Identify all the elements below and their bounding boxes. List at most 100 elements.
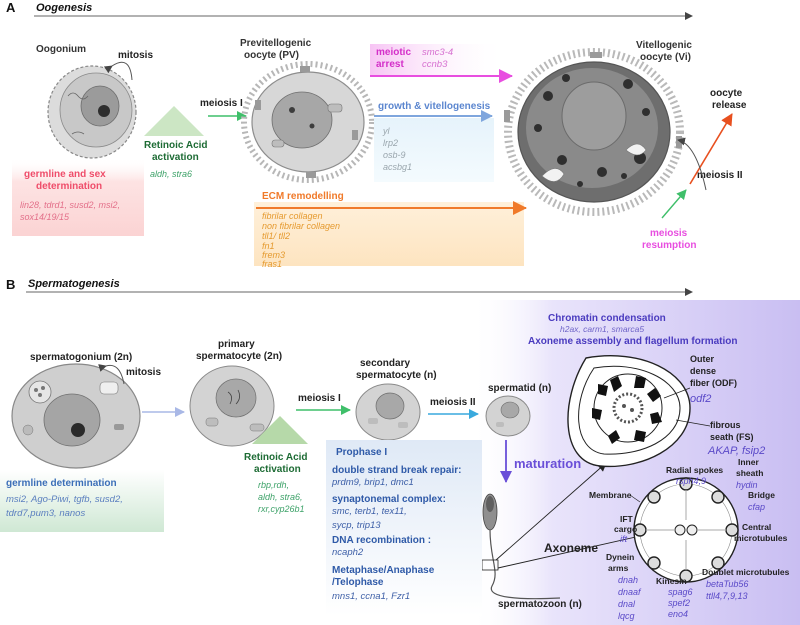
germline-sex-title-1: germline and sex	[24, 169, 106, 180]
germline-determination-genes-2: tdrd7,pum3, nanos	[6, 508, 85, 519]
kinesin-gene-1: spag6	[668, 587, 693, 597]
germline-determination-genes-1: msi2, Ago-Piwi, tgfb, susd2,	[6, 494, 123, 505]
ecm-gene-4: fn1	[262, 241, 275, 251]
ift-cargo-label-2: cargo	[614, 524, 637, 534]
ecm-gene-1: fibrilar collagen	[262, 211, 323, 221]
dna-recombination-genes: ncaph2	[332, 547, 364, 558]
germline-sex-box	[12, 158, 144, 236]
synaptonemal-genes-2: sycp, trip13	[332, 520, 381, 531]
kinesin-gene-2: spef2	[668, 598, 690, 608]
meiosis-genes-box	[326, 440, 482, 616]
spermatozoon-label: spermatozoon (n)	[498, 599, 582, 610]
bridge-gene: cfap	[748, 502, 765, 512]
dynein-arms-label-2: arms	[608, 563, 629, 573]
oocyte-release-label-2: release	[712, 100, 747, 111]
panel-a-letter: A	[6, 0, 16, 15]
growth-label: growth & vitellogenesis	[378, 101, 491, 112]
secondary-label-2: spermatocyte (n)	[356, 370, 437, 381]
radial-spokes-label: Radial spokes	[666, 465, 723, 475]
meiotic-arrest-label-1: meiotic	[376, 47, 411, 58]
chromatin-condensation-label: Chromatin condensation	[548, 313, 666, 324]
inner-sheath-gene: hydin	[736, 480, 758, 490]
odf-label-1: Outer	[690, 354, 715, 364]
dsb-repair-label: double strand break repair:	[332, 465, 461, 476]
germline-determination-box	[0, 470, 164, 532]
synaptonemal-genes-1: smc, terb1, tex11,	[332, 506, 407, 517]
oogonium-cell	[47, 65, 137, 159]
central-microtubules-label-2: microtubules	[734, 533, 788, 543]
germline-sex-genes-1: lin28, tdrd1, susd2, msi2,	[20, 200, 120, 210]
secondary-spermatocyte-cell	[355, 383, 421, 441]
growth-box	[374, 118, 494, 182]
spermatid-label: spermatid (n)	[488, 383, 551, 394]
zoom-line-to-cross-section	[495, 462, 607, 561]
meiosis-2-label-b: meiosis II	[430, 397, 476, 408]
meiosis-resumption-label-1: meiosis	[650, 228, 688, 239]
fs-genes: AKAP, fsip2	[707, 445, 765, 457]
inner-sheath-label-1: Inner	[738, 457, 759, 467]
germline-determination-title: germline determination	[6, 478, 117, 489]
dynein-gene-2: dnaaf	[618, 587, 642, 597]
primary-label-1: primary	[218, 339, 255, 350]
growth-gene-2: lrp2	[383, 138, 398, 148]
ecm-gene-6: fras1	[262, 259, 282, 269]
meiotic-arrest-box	[370, 44, 506, 76]
ift-cargo-label-1: IFT	[620, 514, 634, 524]
spermatogonium-mitosis-arrow	[98, 364, 125, 385]
growth-gene-1: yl	[382, 126, 391, 136]
spermatozoon	[481, 493, 561, 600]
fs-leader-line	[675, 419, 711, 427]
maturation-label: maturation	[514, 456, 581, 471]
meiosis-2-label-a: meiosis II	[697, 170, 743, 181]
odf-label-3: fiber (ODF)	[690, 378, 737, 388]
primary-label-2: spermatocyte (2n)	[196, 351, 282, 362]
primary-spermatocyte-cell	[189, 365, 275, 447]
kinesin-gene-3: eno4	[668, 609, 688, 619]
dynein-gene-3: dnal	[618, 599, 636, 609]
panel-b-letter: B	[6, 277, 15, 292]
vi-oocyte-cell	[504, 48, 684, 216]
meiotic-arrest-genes-2: ccnb3	[422, 59, 448, 70]
ift-cargo-gene: ift	[620, 534, 628, 544]
oocyte-release-label-1: oocyte	[710, 88, 743, 99]
meiotic-arrest-label-2: arrest	[376, 59, 404, 70]
ra-genes-a: aldh, stra6	[150, 169, 192, 179]
bridge-label: Bridge	[748, 490, 775, 500]
spermatogonium-cell	[11, 363, 141, 469]
panel-a: A Oogenesis Oogonium mitosis Retinoic Ac…	[6, 0, 747, 269]
germline-sex-title-2: determination	[36, 181, 102, 192]
kinesin-label: Kinesin	[656, 576, 687, 586]
spermatogonium-label: spermatogonium (2n)	[30, 352, 132, 363]
ecm-gene-3: tll1/ tll2	[262, 231, 290, 241]
oocyte-release-arrow	[689, 113, 733, 185]
odf-gene: odf2	[690, 393, 711, 405]
axoneme-cross-section	[633, 477, 739, 583]
fs-label-2: seath (FS)	[710, 432, 754, 442]
meiotic-arrest-genes-1: smc3-4	[422, 47, 453, 58]
fs-label-1: fibrous	[710, 420, 741, 430]
radial-spokes-genes: rsph4,9	[676, 476, 706, 486]
meiosis-resumption-label-2: resumption	[642, 240, 696, 251]
zoom-line-to-axoneme	[497, 535, 641, 569]
ra-label-a-1: Retinoic Acid	[144, 140, 208, 151]
membrane-leader-line	[629, 494, 641, 503]
ra-genes-b-2: aldh, stra6,	[258, 492, 303, 502]
dsb-repair-genes: prdm9, brip1, dmc1	[331, 477, 414, 488]
ra-label-b-2: activation	[254, 464, 301, 475]
odf-label-2: dense	[690, 366, 716, 376]
doublet-microtubules-label: Doublet microtubules	[702, 567, 790, 577]
ra-genes-b-1: rbp,rdh,	[258, 480, 289, 490]
metaphase-label-2: /Telophase	[332, 577, 384, 588]
pv-label-2: oocyte (PV)	[244, 50, 299, 61]
ra-label-b-1: Retinoic Acid	[244, 452, 308, 463]
oogonium-label: Oogonium	[36, 44, 86, 55]
vi-label-2: oocyte (Vi)	[640, 52, 691, 63]
inner-sheath-label-2: sheath	[736, 468, 763, 478]
membrane-label: Membrane	[589, 490, 632, 500]
tail-cross-section	[567, 355, 691, 468]
ecm-gene-5: frem3	[262, 250, 285, 260]
prophase-label: Prophase I	[336, 447, 387, 458]
growth-gene-3: osb-9	[383, 150, 406, 160]
meiosis-1-label-b: meiosis I	[298, 393, 341, 404]
